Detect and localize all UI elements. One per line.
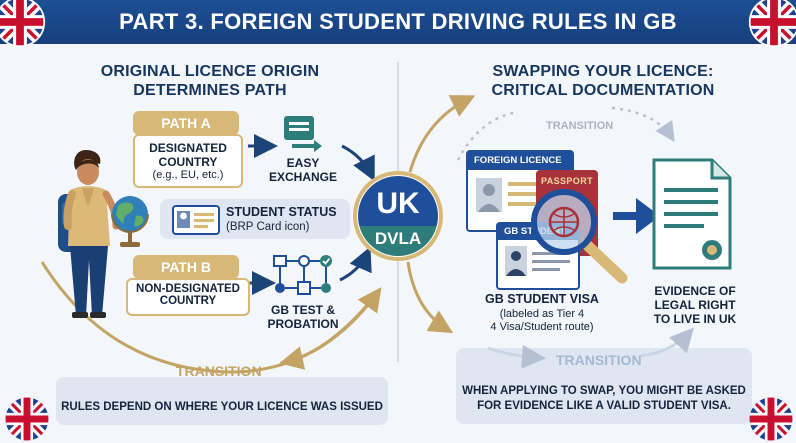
exchange-result-line1: EASY [286,156,320,170]
visa-subtitle: (labeled as Tier 4 4 Visa/Student route) [472,308,612,334]
globe-icon [111,196,149,247]
right-heading-line2: CRITICAL DOCUMENTATION [491,82,715,99]
visa-subtitle-line1: (labeled as Tier 4 [499,308,585,320]
evidence-line2: LEGAL RIGHT [654,298,736,312]
left-transition-label: TRANSITION [176,363,262,379]
right-transition-bottom: TRANSITION [556,352,642,368]
path-a-box: DESIGNATED COUNTRY (e.g., EU, etc.) [133,134,243,188]
right-footer-text: WHEN APPLYING TO SWAP, YOU MIGHT BE ASKE… [456,384,752,414]
right-heading: SWAPPING YOUR LICENCE: CRITICAL DOCUMENT… [448,62,758,100]
student-status-subtitle: (BRP Card icon) [226,221,310,233]
path-b-result-line2: PROBATION [267,317,339,331]
left-heading-line2: DETERMINES PATH [133,82,287,99]
header-bar [0,0,796,44]
uk-flag-icon [749,397,793,441]
evidence-line1: EVIDENCE OF [654,284,736,298]
path-b-label: PATH B [133,255,239,279]
visa-title: GB STUDENT VISA [485,292,599,306]
licence-photo-icon [476,178,502,212]
exchange-result: EASY EXCHANGE [268,156,338,184]
certificate-icon [652,158,732,270]
student-traveller-icon [58,150,120,318]
path-b-title-line2: COUNTRY [159,295,217,307]
brp-card-icon [172,205,220,235]
left-heading: ORIGINAL LICENCE ORIGIN DETERMINES PATH [60,62,360,100]
left-heading-line1: ORIGINAL LICENCE ORIGIN [100,63,320,80]
uk-dvla-badge [353,171,443,261]
path-b-box: NON-DESIGNATED COUNTRY [126,278,250,316]
uk-flag-icon [0,0,46,48]
right-footer-line2: FOR EVIDENCE LIKE A VALID STUDENT VISA. [477,400,731,412]
visa-subtitle-line2: 4 Visa/Student route) [490,321,594,333]
badge-top-text: UK [376,187,420,220]
path-b-result: GB TEST & PROBATION [258,303,348,331]
right-footer-line1: WHEN APPLYING TO SWAP, YOU MIGHT BE ASKE… [462,385,746,397]
right-transition-top: TRANSITION [546,120,614,132]
path-a-title-line2: COUNTRY [158,155,218,169]
magnifier-icon [531,189,628,284]
path-b-result-line1: GB TEST & [270,303,335,317]
document-exchange-icon [284,116,322,152]
evidence-caption: EVIDENCE OF LEGAL RIGHT TO LIVE IN UK [640,284,750,326]
test-flowchart-icon [273,255,332,295]
student-photo-icon [505,246,527,276]
exchange-result-line2: EXCHANGE [268,170,337,184]
badge-bottom-text: DVLA [374,229,422,248]
evidence-line3: TO LIVE IN UK [653,312,737,326]
uk-flag-icon [748,0,796,48]
path-a-subtitle: (e.g., EU, etc.) [152,169,224,181]
passport-label: PASSPORT [540,176,594,186]
right-heading-line1: SWAPPING YOUR LICENCE: [492,63,714,80]
student-status-title: STUDENT STATUS [226,205,337,219]
uk-flag-icon [5,397,49,441]
left-footer: RULES DEPEND ON WHERE YOUR LICENCE WAS I… [56,377,388,425]
foreign-licence-label: FOREIGN LICENCE [468,152,572,170]
path-a-label: PATH A [133,111,239,135]
path-a-title-line1: DESIGNATED [149,141,227,155]
path-b-title-line1: NON-DESIGNATED [136,283,240,295]
page-title: PART 3. FOREIGN STUDENT DRIVING RULES IN… [119,9,677,34]
